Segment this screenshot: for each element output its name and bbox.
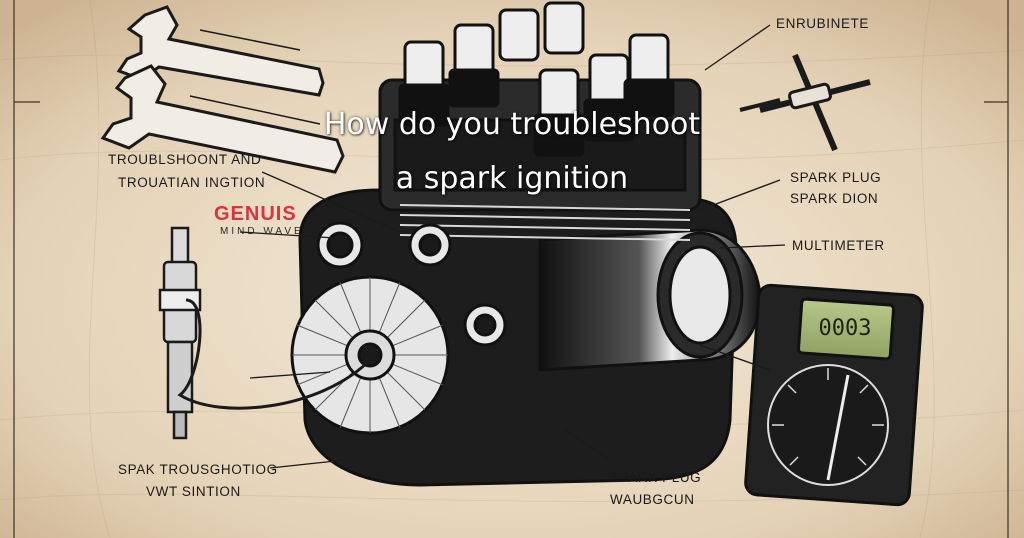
callout-lines [239,24,786,469]
multimeter-icon [744,283,924,507]
label-bottom-left-line1: SPAK TROUSGHOTIOG [118,462,278,477]
label-bottom-left-line2: VWT SINTION [146,484,241,499]
multimeter-reading: 0003 [818,316,872,341]
label-spark-plug-line2: SPARK DION [790,191,879,206]
tool-icon [739,53,871,152]
engine-illustration [290,1,762,487]
spark-plug-icon [158,226,372,440]
label-bottom-center-line2: WAUBGCUN [610,492,695,507]
label-top-right: ENRUBINETE [776,16,870,31]
label-bottom-center-line1: SPARK PLUG [610,470,702,485]
label-multimeter: MULTIMETER [792,238,885,253]
wrench-icon [100,5,345,174]
brand-logo-tagline: MIND WAVE [220,226,304,237]
frame-lines [13,0,1009,538]
title-line-1: How do you troubleshoot [323,107,701,142]
title-line-2: a spark ignition [395,161,629,196]
label-left-upper-line1: TROUBLSHOONT AND [108,152,262,167]
brand-logo-name: GENUIS [214,203,297,225]
label-spark-plug-line1: SPARK PLUG [790,170,882,185]
label-left-upper-line2: TROUATIAN INGTION [118,175,266,190]
